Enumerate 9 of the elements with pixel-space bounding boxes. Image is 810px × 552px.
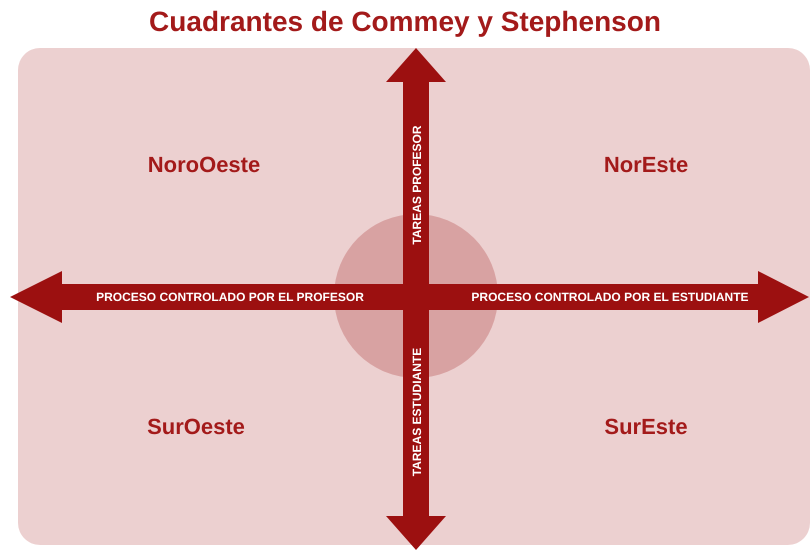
quadrant-label: NoroOeste — [148, 154, 260, 176]
axis-label: TAREAS PROFESOR — [411, 125, 423, 245]
axis-label: TAREAS ESTUDIANTE — [411, 348, 423, 476]
axis-label: PROCESO CONTROLADO POR EL ESTUDIANTE — [471, 291, 749, 303]
axis-label: PROCESO CONTROLADO POR EL PROFESOR — [96, 291, 364, 303]
diagram-title: Cuadrantes de Commey y Stephenson — [148, 6, 662, 38]
quadrant-label: NorEste — [604, 154, 688, 176]
quadrant-label: SurEste — [604, 416, 688, 438]
quadrant-label: SurOeste — [147, 416, 245, 438]
